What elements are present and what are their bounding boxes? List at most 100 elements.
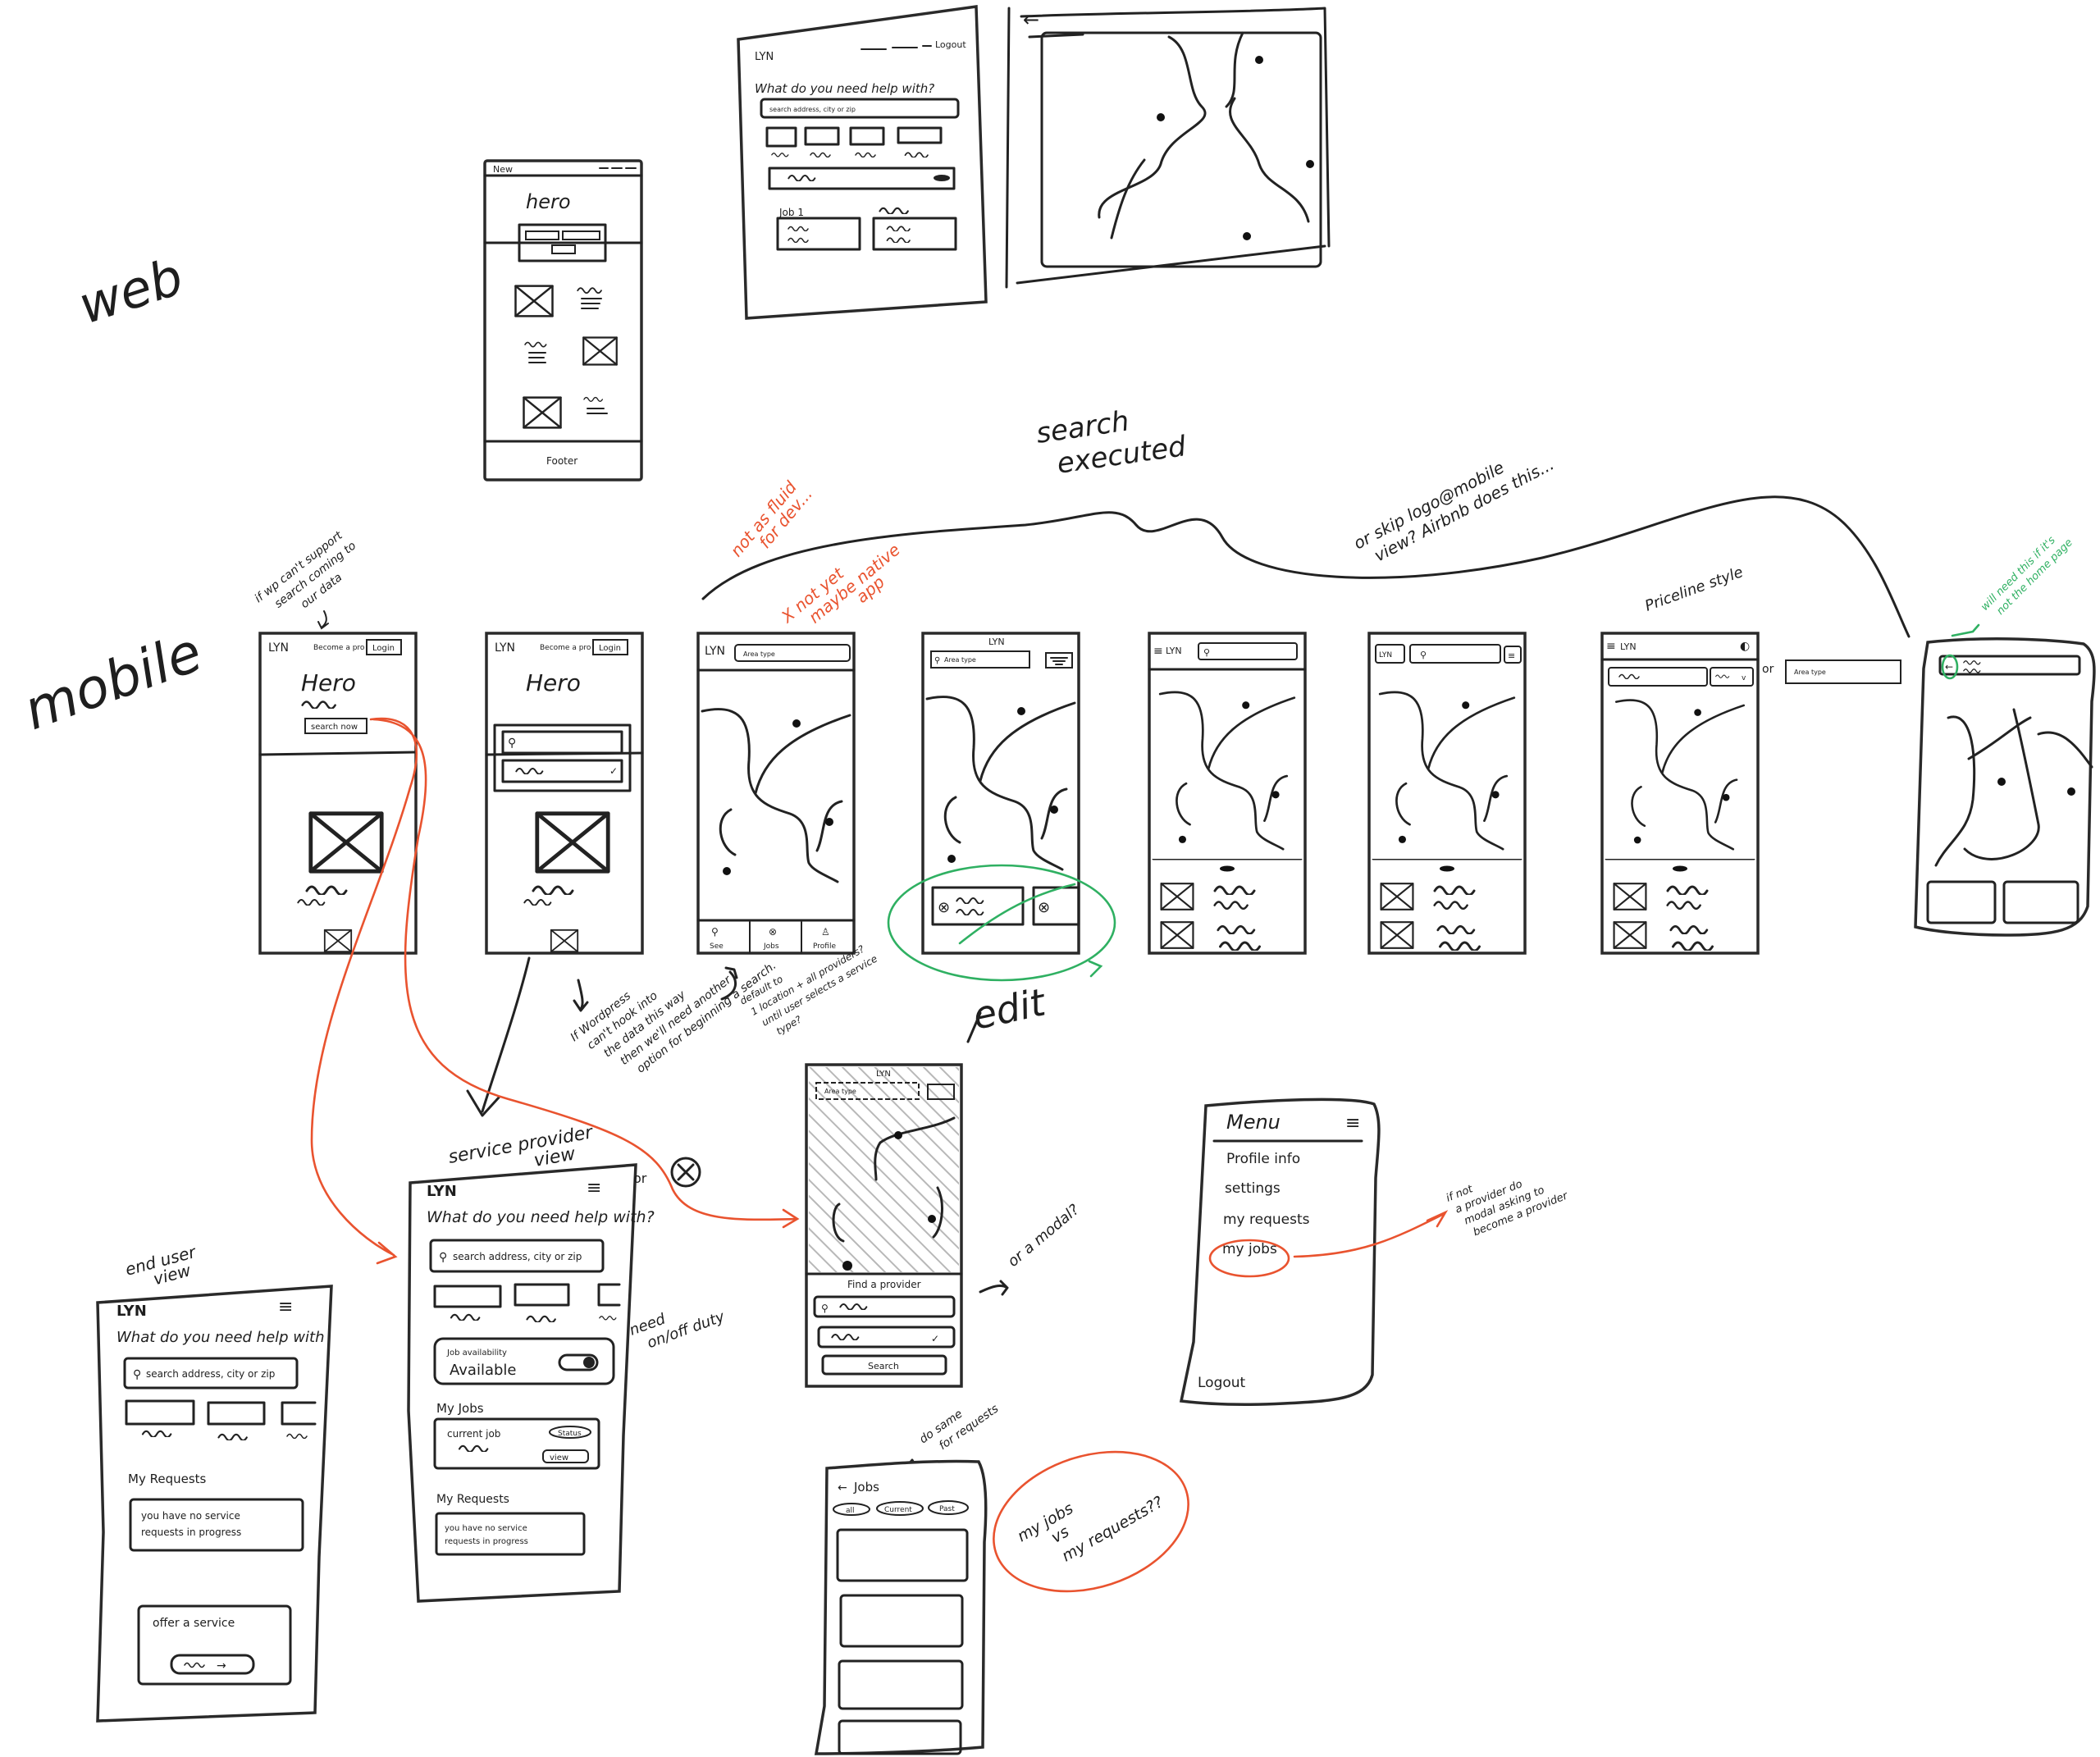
web-landing-search-input[interactable]: [525, 230, 559, 240]
find-provider-title: Find a provider: [847, 1279, 921, 1290]
web-home-nav-links[interactable]: [861, 45, 932, 50]
svg-text:then we'll need another: then we'll need another: [618, 973, 734, 1068]
login-button[interactable]: [592, 639, 628, 655]
mobile-frame-8: ←: [1914, 637, 2096, 937]
result-card[interactable]: [1926, 880, 1997, 924]
requests-empty-card: [129, 1498, 304, 1552]
login-button[interactable]: [366, 639, 402, 655]
area-search-input[interactable]: [930, 650, 1030, 669]
menu-item-settings[interactable]: settings: [1225, 1180, 1281, 1197]
area-search-input[interactable]: [734, 644, 851, 662]
view-job-button[interactable]: [542, 1449, 589, 1463]
back-arrow-icon[interactable]: ←: [838, 1481, 847, 1495]
hamburger-icon[interactable]: ≡: [278, 1297, 293, 1317]
job-card[interactable]: [838, 1719, 962, 1755]
service-select[interactable]: [817, 1326, 956, 1349]
current-job-card[interactable]: [433, 1417, 600, 1470]
search-icon: ⚲: [1203, 647, 1210, 658]
provider-avatar-icon: ⊗: [1038, 899, 1050, 916]
alt-area-search[interactable]: [1785, 659, 1901, 684]
back-arrow-icon[interactable]: ←: [1023, 8, 1039, 31]
annotation-priceline: Priceline style: [1643, 564, 1746, 615]
provider-card[interactable]: [931, 886, 1025, 926]
alt-area-search-placeholder: Area type: [1794, 669, 1826, 676]
mobile-logo: LYN: [988, 637, 1005, 647]
web-landing-search-button[interactable]: [551, 244, 576, 254]
offer-service-button[interactable]: [170, 1654, 255, 1675]
bottom-nav-profile[interactable]: ♙Profile: [813, 926, 836, 951]
hamburger-icon[interactable]: ≡: [1606, 640, 1616, 653]
become-pro-link[interactable]: Become a pro: [540, 644, 591, 652]
web-landing-logo: New: [493, 164, 513, 175]
label-mobile: mobile: [16, 620, 210, 742]
hamburger-icon[interactable]: ≡: [587, 1178, 601, 1198]
mobile-logo: LYN: [268, 641, 289, 655]
web-home-category-tiles[interactable]: [765, 126, 943, 157]
close-icon[interactable]: [670, 1157, 701, 1188]
menu-frame: Menu ≡ Profile info settings my requests…: [1179, 1098, 1381, 1406]
web-home-availability-toggle[interactable]: [768, 167, 956, 190]
menu-item-my-jobs[interactable]: my jobs: [1222, 1241, 1277, 1257]
back-arrow-icon[interactable]: ←: [1945, 661, 1953, 673]
jobs-filter-chip-all[interactable]: all: [833, 1503, 870, 1516]
app-logo: LYN: [116, 1303, 147, 1320]
location-input[interactable]: [1608, 667, 1708, 687]
app-logo: LYN: [427, 1183, 457, 1200]
web-home-job-card[interactable]: [872, 217, 957, 251]
annotation-need-duty: need on/off duty: [628, 1308, 728, 1353]
service-provider-frame: LYN ≡ What do you need help with? ⚲ sear…: [407, 1163, 655, 1603]
menu-item-profile-info[interactable]: Profile info: [1226, 1151, 1300, 1167]
filter-button[interactable]: [927, 1084, 955, 1100]
result-card[interactable]: [2002, 880, 2079, 924]
profile-icon: ♙: [821, 926, 830, 938]
job-card[interactable]: [838, 1659, 964, 1710]
annotation-or-modal: or a modal?: [1005, 1201, 1083, 1271]
jobs-vs-requests-highlight: [993, 1450, 1189, 1593]
bottom-nav-jobs[interactable]: ⊗Jobs: [763, 926, 779, 951]
eu-category-tiles[interactable]: [125, 1399, 317, 1440]
provider-card[interactable]: [1032, 886, 1080, 926]
my-requests-heading: My Requests: [436, 1493, 509, 1506]
search-input[interactable]: [501, 730, 623, 755]
search-input[interactable]: [1409, 644, 1501, 664]
jobs-filter-chip-current[interactable]: Current: [876, 1501, 924, 1516]
my-jobs-highlight: [1208, 1239, 1290, 1278]
menu-button[interactable]: [1504, 646, 1522, 664]
service-select[interactable]: [501, 759, 623, 783]
menu-logout[interactable]: Logout: [1198, 1375, 1246, 1391]
web-home-job-card[interactable]: [776, 217, 861, 251]
provider-search-input[interactable]: [813, 1295, 956, 1318]
sp-category-tiles[interactable]: [433, 1283, 621, 1322]
hamburger-icon[interactable]: ≡: [1153, 645, 1163, 658]
web-home-search-input[interactable]: [760, 98, 960, 119]
hamburger-icon[interactable]: ≡: [1345, 1113, 1360, 1134]
offer-service-title: offer a service: [153, 1617, 235, 1630]
eu-search-input[interactable]: [123, 1357, 299, 1390]
jobs-frame: ← Jobs all Current Past: [814, 1459, 988, 1755]
profile-icon[interactable]: ◐: [1740, 640, 1750, 653]
requests-empty-text: you have no service: [141, 1510, 240, 1522]
job-card[interactable]: [839, 1594, 964, 1648]
menu-item-my-requests[interactable]: my requests: [1223, 1212, 1310, 1228]
search-icon: ⚲: [711, 926, 719, 938]
become-pro-link[interactable]: Become a pro: [313, 644, 365, 652]
chip-label: all: [846, 1507, 855, 1515]
search-bar[interactable]: [1938, 655, 2081, 676]
jobs-filter-chip-past[interactable]: Past: [928, 1500, 969, 1515]
area-search-placeholder: Area type: [944, 656, 976, 664]
filter-button[interactable]: [1045, 652, 1073, 669]
area-search-input[interactable]: [815, 1082, 920, 1100]
search-button[interactable]: [821, 1354, 947, 1376]
sp-search-input[interactable]: [429, 1239, 605, 1273]
search-now-button[interactable]: [304, 718, 368, 734]
service-select[interactable]: [1710, 667, 1754, 687]
search-icon: ⚲: [821, 1303, 829, 1314]
availability-toggle[interactable]: [558, 1353, 599, 1371]
requests-empty-text: you have no service: [445, 1524, 527, 1533]
bottom-nav-see[interactable]: ⚲See: [710, 926, 724, 951]
web-home-logout[interactable]: Logout: [935, 39, 966, 50]
chip-label: Current: [884, 1506, 912, 1514]
job-card[interactable]: [836, 1528, 969, 1582]
web-landing-search-select[interactable]: [562, 230, 600, 240]
search-input[interactable]: [1198, 642, 1298, 660]
